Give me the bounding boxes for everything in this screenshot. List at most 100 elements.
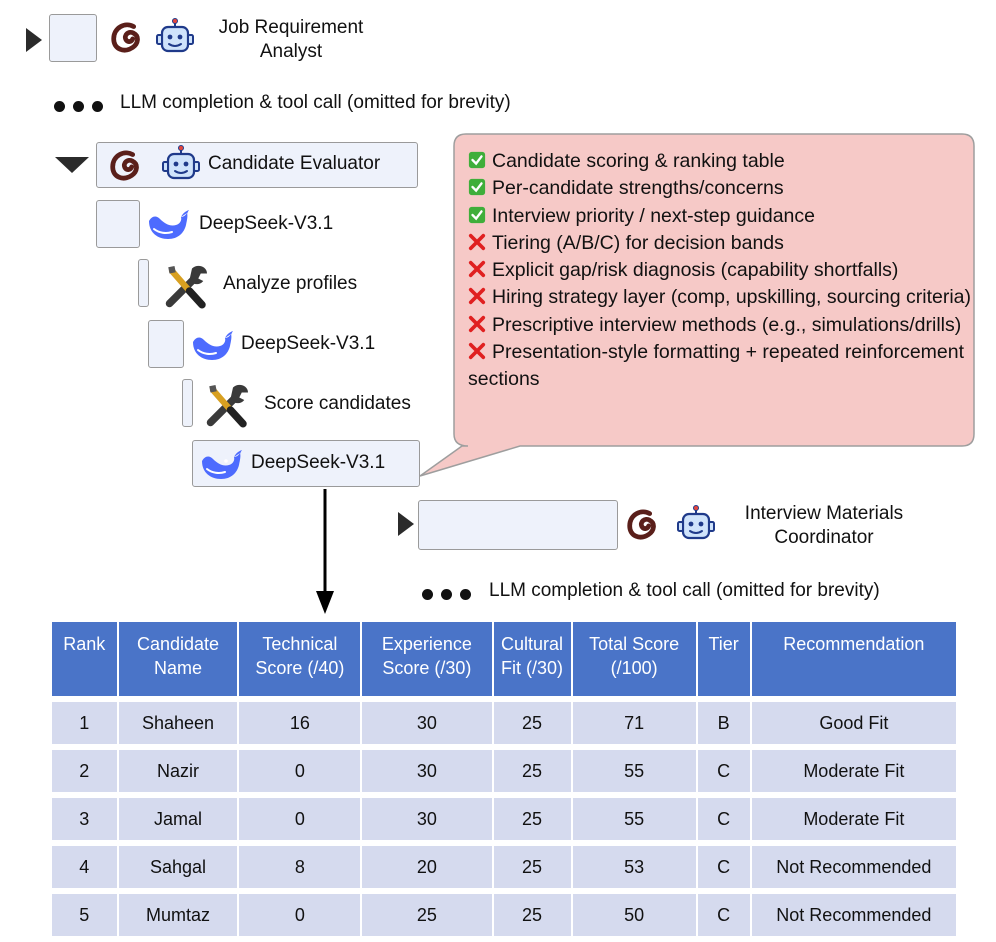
job-analyst-checkbox[interactable] bbox=[49, 14, 97, 62]
cell-total-score: 55 bbox=[572, 750, 696, 792]
expand-arrow-icon[interactable] bbox=[398, 512, 414, 536]
down-arrow-icon bbox=[316, 489, 334, 614]
tool-node-checkbox[interactable] bbox=[138, 259, 149, 307]
cell-rank: 3 bbox=[52, 798, 117, 840]
cross-mark-icon bbox=[468, 315, 486, 332]
cell-cultural-fit: 25 bbox=[493, 750, 571, 792]
cell-tier: B bbox=[697, 702, 750, 744]
claude-logo-icon bbox=[624, 505, 662, 543]
tool-label: Analyze profiles bbox=[223, 273, 358, 294]
interview-coordinator-label: Interview Materials Coordinator bbox=[744, 503, 904, 548]
ellipsis-icon bbox=[54, 99, 111, 116]
cell-total-score: 71 bbox=[572, 702, 696, 744]
cell-total-score: 50 bbox=[572, 894, 696, 936]
header-recommendation: Recommendation bbox=[751, 622, 956, 696]
cell-cultural-fit: 25 bbox=[493, 894, 571, 936]
model-label: DeepSeek-V3.1 bbox=[251, 452, 386, 473]
cell-candidate-name: Shaheen bbox=[118, 702, 238, 744]
expand-arrow-icon[interactable] bbox=[26, 28, 42, 52]
cell-candidate-name: Mumtaz bbox=[118, 894, 238, 936]
callout-item-check: Per-candidate strengths/concerns bbox=[468, 175, 973, 202]
model-node-checkbox[interactable] bbox=[148, 320, 184, 368]
callout-item-check: Candidate scoring & ranking table bbox=[468, 148, 973, 175]
model-label: DeepSeek-V3.1 bbox=[199, 213, 334, 234]
callout-item-cross: Prescriptive interview methods (e.g., si… bbox=[468, 312, 973, 339]
cross-mark-icon bbox=[468, 342, 486, 360]
candidate-evaluator-node[interactable] bbox=[96, 142, 418, 188]
cell-total-score: 55 bbox=[572, 798, 696, 840]
tool-node-checkbox[interactable] bbox=[182, 379, 193, 427]
cell-rank: 5 bbox=[52, 894, 117, 936]
omitted-note: LLM completion & tool call (omitted for … bbox=[489, 580, 880, 601]
callout-item-text: Hiring strategy layer (comp, upskilling,… bbox=[492, 286, 971, 309]
cell-rank: 4 bbox=[52, 846, 117, 888]
check-box-icon bbox=[468, 206, 486, 223]
cell-experience-score: 25 bbox=[362, 894, 492, 936]
callout-item-check: Interview priority / next-step guidance bbox=[468, 203, 973, 230]
cell-candidate-name: Nazir bbox=[118, 750, 238, 792]
callout-item-text: Tiering (A/B/C) for decision bands bbox=[492, 231, 784, 254]
ellipsis-icon bbox=[422, 587, 479, 604]
cell-tier: C bbox=[697, 846, 750, 888]
cell-recommendation: Moderate Fit bbox=[751, 798, 956, 840]
cell-recommendation: Not Recommended bbox=[751, 846, 956, 888]
cell-cultural-fit: 25 bbox=[493, 798, 571, 840]
robot-icon bbox=[676, 505, 716, 545]
callout-item-cross: Presentation-style formatting + repeated… bbox=[468, 339, 973, 394]
callout-item-text: Candidate scoring & ranking table bbox=[492, 150, 785, 172]
callout-item-text: Interview priority / next-step guidance bbox=[492, 204, 815, 227]
callout-item-text: Prescriptive interview methods (e.g., si… bbox=[492, 313, 962, 336]
cell-technical-score: 0 bbox=[239, 798, 361, 840]
callout-item-cross: Explicit gap/risk diagnosis (capability … bbox=[468, 257, 973, 284]
interview-coordinator-node[interactable] bbox=[418, 500, 618, 550]
callout-item-cross: Hiring strategy layer (comp, upskilling,… bbox=[468, 284, 973, 311]
cell-tier: C bbox=[697, 750, 750, 792]
check-box-icon bbox=[468, 151, 486, 169]
header-rank: Rank bbox=[52, 622, 117, 696]
model-output-node[interactable] bbox=[192, 440, 420, 487]
model-label: DeepSeek-V3.1 bbox=[241, 333, 376, 354]
cell-tier: C bbox=[697, 798, 750, 840]
cell-experience-score: 30 bbox=[362, 702, 492, 744]
collapse-arrow-icon[interactable] bbox=[55, 157, 89, 173]
model-node-checkbox[interactable] bbox=[96, 200, 140, 248]
header-total-score: Total Score(/100) bbox=[572, 622, 696, 696]
cross-mark-icon bbox=[468, 288, 486, 305]
header-tier: Tier bbox=[697, 622, 750, 696]
cell-tier: C bbox=[697, 894, 750, 936]
cell-total-score: 53 bbox=[572, 846, 696, 888]
cell-candidate-name: Jamal bbox=[118, 798, 238, 840]
cell-technical-score: 0 bbox=[239, 750, 361, 792]
omitted-note: LLM completion & tool call (omitted for … bbox=[120, 92, 511, 113]
candidate-evaluator-label: Candidate Evaluator bbox=[208, 153, 381, 174]
cross-mark-icon bbox=[468, 233, 486, 250]
cell-cultural-fit: 25 bbox=[493, 702, 571, 744]
cell-technical-score: 0 bbox=[239, 894, 361, 936]
cell-candidate-name: Sahgal bbox=[118, 846, 238, 888]
cell-rank: 2 bbox=[52, 750, 117, 792]
callout-item-cross: Tiering (A/B/C) for decision bands bbox=[468, 230, 973, 257]
tool-label: Score candidates bbox=[264, 393, 411, 414]
callout-item-text: Per-candidate strengths/concerns bbox=[492, 177, 784, 200]
cell-rank: 1 bbox=[52, 702, 117, 744]
cell-technical-score: 8 bbox=[239, 846, 361, 888]
cell-recommendation: Not Recommended bbox=[751, 894, 956, 936]
cell-recommendation: Moderate Fit bbox=[751, 750, 956, 792]
cross-mark-icon bbox=[468, 261, 486, 278]
callout-item-text: Explicit gap/risk diagnosis (capability … bbox=[492, 259, 899, 282]
cell-experience-score: 30 bbox=[362, 798, 492, 840]
cell-recommendation: Good Fit bbox=[751, 702, 956, 744]
check-box-icon bbox=[468, 179, 486, 196]
